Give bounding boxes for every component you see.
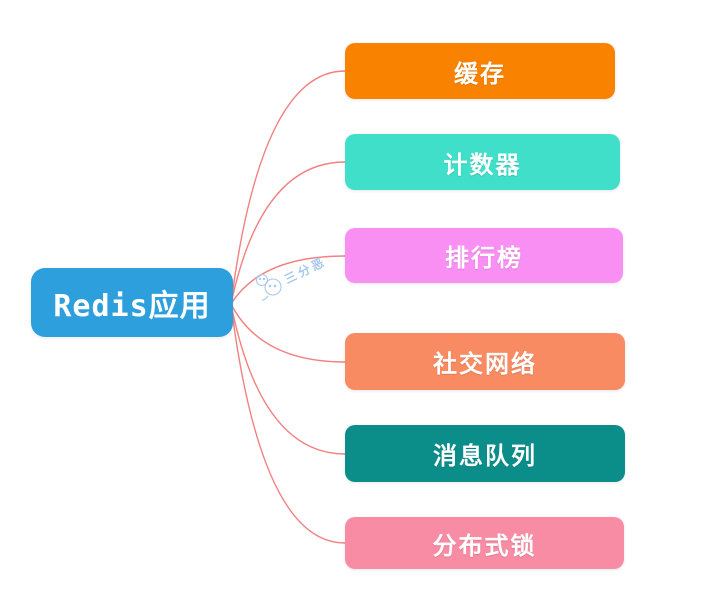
branch-node-label: 社交网络 [433,351,537,378]
chat-doodle-icon [255,273,282,301]
branch-node-cache[interactable]: 缓存 [345,43,615,99]
connector-curve-counter [230,161,346,305]
branch-node-label: 计数器 [443,151,522,179]
connector-curve-social-network [230,303,346,363]
connector-curve-leaderboard [230,255,346,305]
branch-node-message-queue[interactable]: 消息队列 [345,425,625,482]
watermark-text: 三分恶 [282,253,329,286]
branch-node-label: 分布式锁 [432,532,537,560]
root-node-redis-applications[interactable]: Redis应用 [31,268,233,337]
connector-curve-cache [230,70,346,305]
connector-curve-distributed-lock [230,303,346,544]
branch-node-leaderboard[interactable]: 排行榜 [345,228,623,283]
branch-node-distributed-lock[interactable]: 分布式锁 [345,517,624,569]
branch-node-label: 消息队列 [433,443,537,470]
watermark: 三分恶 [255,253,329,301]
root-node-label: Redis应用 [53,288,211,324]
branch-node-label: 排行榜 [445,245,523,272]
branch-node-label: 缓存 [454,60,506,88]
branch-node-counter[interactable]: 计数器 [345,134,620,190]
branch-node-social-network[interactable]: 社交网络 [345,333,625,390]
connector-curve-message-queue [230,303,346,455]
